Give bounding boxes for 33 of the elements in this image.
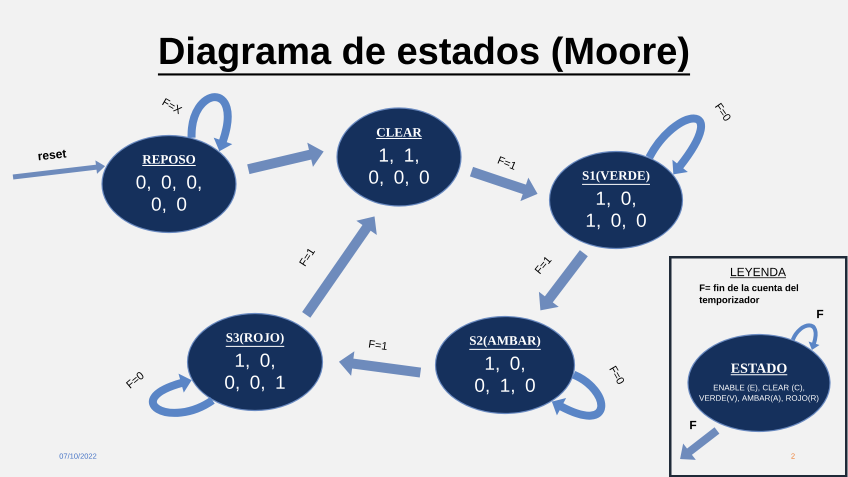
state-outputs: 1, 1, 0, 0, 0 bbox=[369, 148, 429, 186]
state-ellipse bbox=[687, 334, 831, 432]
edge-label: F=1 bbox=[297, 245, 317, 269]
state-name: S2(AMBAR) bbox=[468, 336, 542, 350]
edge-label: F=0 bbox=[124, 369, 146, 391]
arrow bbox=[680, 427, 720, 460]
edge-label: F=X bbox=[160, 96, 184, 116]
legend-heading: LEYENDA bbox=[730, 268, 786, 278]
edge-label: F=1 bbox=[366, 338, 390, 352]
state-name: CLEAR bbox=[376, 128, 422, 140]
state-name: S3(ROJO) bbox=[225, 332, 285, 347]
state-outputs: 1, 0, 0, 1, 0 bbox=[475, 356, 535, 394]
edge-label: reset bbox=[36, 148, 68, 162]
state-ellipse bbox=[548, 150, 684, 250]
state-ellipse bbox=[101, 134, 237, 234]
legend-note: F= fin de la cuenta del temporizador bbox=[699, 284, 798, 306]
edge-label: F=0 bbox=[607, 363, 627, 387]
title: Diagrama de estados (Moore) bbox=[158, 36, 690, 76]
self-loop-arrow bbox=[149, 374, 214, 417]
state-ellipse bbox=[434, 316, 576, 414]
state-outputs: ENABLE (E), CLEAR (C), VERDE(V), AMBAR(A), ROJO(R) bbox=[699, 384, 818, 402]
state-name: ESTADO bbox=[730, 364, 788, 376]
state-name: S1(VERDE) bbox=[582, 170, 650, 185]
state-outputs: 0, 0, 0, 0, 0 bbox=[136, 175, 201, 214]
state-ellipse bbox=[336, 107, 462, 207]
state-outputs: 1, 0, 1, 0, 0 bbox=[586, 192, 646, 230]
edge-label: F=0 bbox=[712, 100, 734, 124]
state-ellipse bbox=[186, 312, 324, 412]
state-name: REPOSO bbox=[142, 154, 196, 166]
edge-label: F=1 bbox=[532, 254, 554, 276]
state-outputs: 1, 0, 0, 0, 1 bbox=[225, 354, 285, 392]
self-loop-arrow bbox=[646, 114, 705, 174]
edge-label: F=1 bbox=[495, 154, 519, 172]
